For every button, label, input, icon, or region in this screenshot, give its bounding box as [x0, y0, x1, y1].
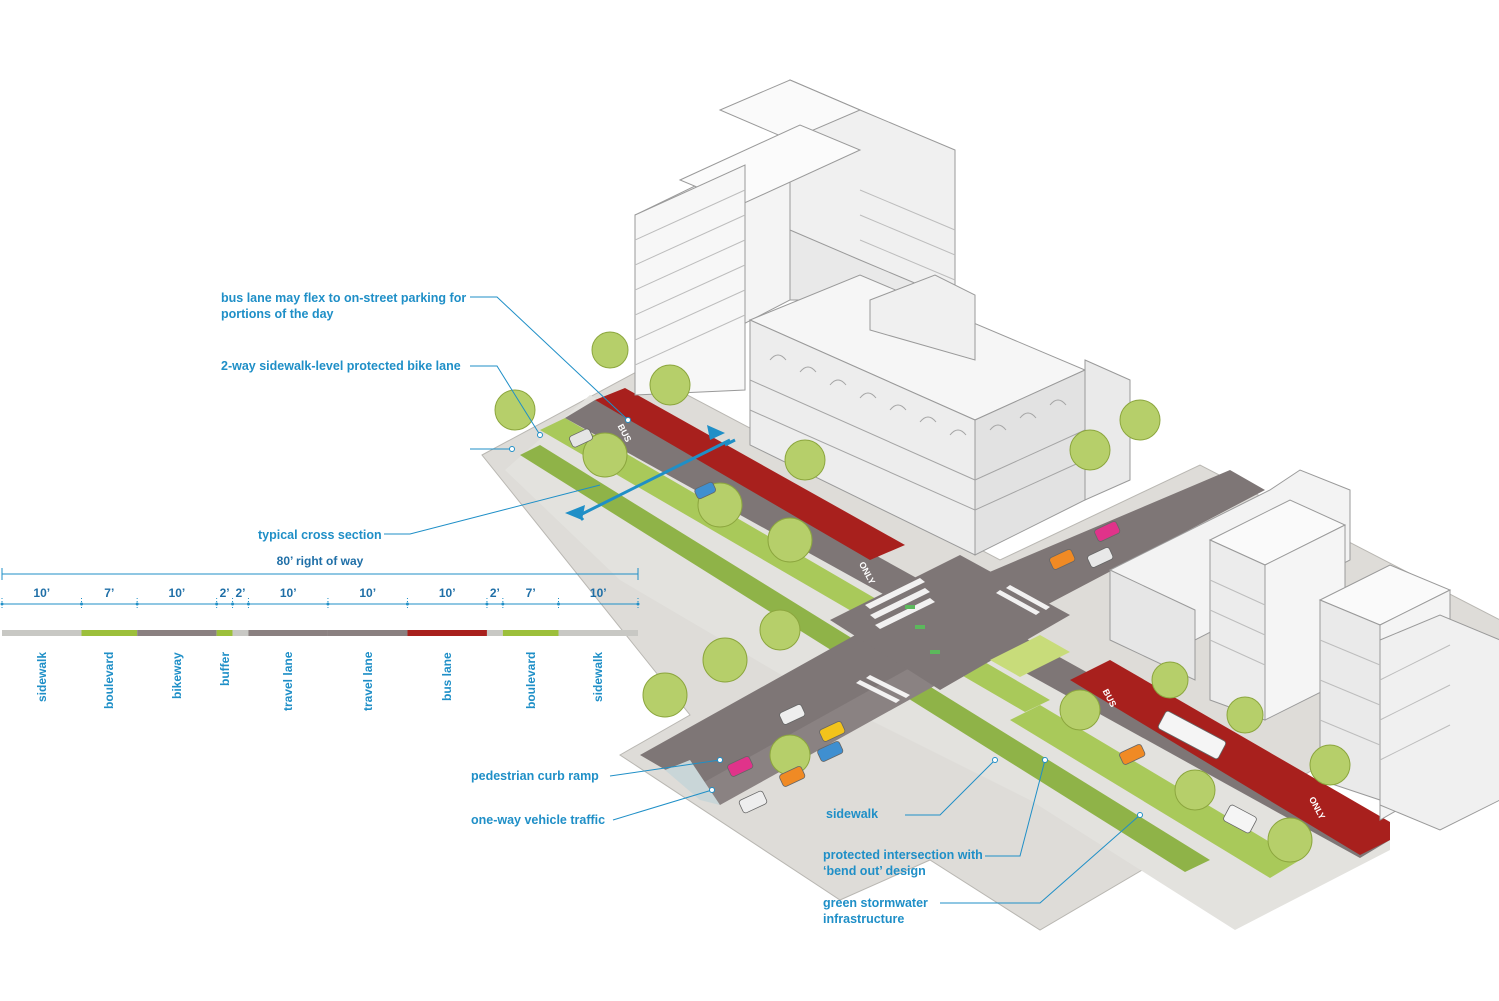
section-tick-dot-7	[405, 602, 409, 606]
callout-bus-lane-flex: bus lane may flex to on-street parking f…	[221, 291, 467, 321]
trees	[494, 331, 1351, 863]
section-tick-dot-11	[636, 602, 640, 606]
section-tick-dot-8	[485, 602, 489, 606]
section-band-8	[486, 630, 503, 636]
section-width-7: 10’	[438, 586, 456, 600]
section-band-2	[137, 630, 217, 636]
section-width-9: 7’	[525, 586, 536, 600]
section-tick-dot-6	[326, 602, 330, 606]
section-name-3: buffer	[217, 652, 232, 686]
section-tick-dot-5	[246, 602, 250, 606]
section-band-5	[248, 630, 328, 636]
leader-lines	[384, 296, 1141, 904]
section-width-6: 10’	[359, 586, 377, 600]
section-band-6	[327, 630, 408, 636]
intersection	[830, 555, 1070, 703]
vehicles	[569, 428, 1257, 834]
section-name-10: sidewalk	[591, 652, 606, 703]
callout-one-way: one-way vehicle traffic	[471, 813, 606, 827]
leader-dots	[509, 417, 1143, 818]
callout-sidewalk: sidewalk	[826, 807, 879, 821]
section-band-3	[216, 630, 233, 636]
section-tick-dot-4	[231, 602, 235, 606]
section-band-0	[2, 630, 82, 636]
section-tick-dot-1	[80, 602, 83, 606]
section-name-0: sidewalk	[34, 652, 49, 703]
section-name-6: travel lane	[360, 652, 375, 712]
section-width-1: 7’	[104, 586, 115, 600]
section-tick-dot-3	[215, 602, 219, 606]
section-tick-dot-0	[0, 602, 4, 606]
section-name-7: bus lane	[440, 652, 455, 701]
section-name-2: bikeway	[169, 652, 184, 699]
section-tick-dot-9	[501, 602, 505, 606]
section-name-5: travel lane	[281, 652, 296, 712]
section-band-9	[502, 630, 559, 636]
callout-curb-ramp: pedestrian curb ramp	[471, 769, 599, 783]
callout-cross-section: typical cross section	[258, 528, 382, 542]
section-tick-dot-2	[135, 602, 139, 606]
section-tick-dot-10	[557, 602, 560, 606]
section-band-4	[232, 630, 249, 636]
section-width-4: 2’	[235, 586, 246, 600]
section-width-3: 2’	[219, 586, 230, 600]
section-band-10	[558, 630, 638, 636]
callout-stormwater: green stormwater infrastructure	[823, 896, 928, 926]
section-name-1: boulevard	[102, 652, 117, 710]
section-width-2: 10’	[168, 586, 186, 600]
corner-building	[748, 274, 1131, 556]
section-band-7	[407, 630, 487, 636]
cross-section-arrow	[565, 425, 736, 521]
section-width-0: 10’	[33, 586, 51, 600]
section-width-8: 2’	[489, 586, 500, 600]
section-name-9: boulevard	[523, 652, 538, 710]
right-of-way-label: 80’ right of way	[276, 554, 364, 568]
section-width-10: 10’	[589, 586, 607, 600]
cross-section-bar	[2, 630, 638, 636]
right-buildings	[1109, 469, 1499, 831]
callout-protected-intersection: protected intersection with ‘bend out’ d…	[823, 848, 983, 878]
callout-bike-lane: 2-way sidewalk-level protected bike lane	[221, 359, 461, 373]
section-width-5: 10’	[279, 586, 297, 600]
section-band-1	[81, 630, 138, 636]
dimension-lines	[2, 573, 638, 605]
dimension-ticks	[0, 568, 640, 610]
